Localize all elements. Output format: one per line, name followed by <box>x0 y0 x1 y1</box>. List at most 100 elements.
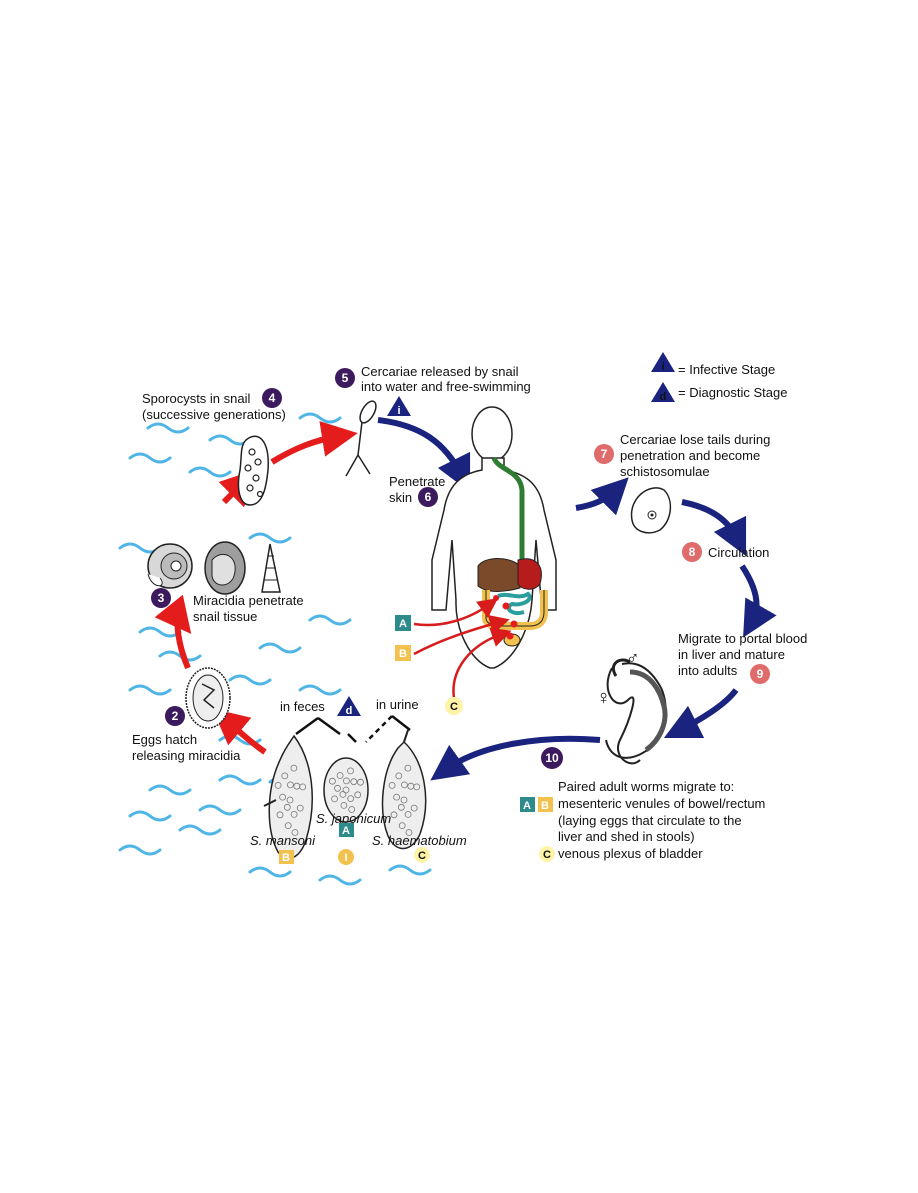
arrow-9-to-10 <box>663 688 739 739</box>
wave <box>118 844 162 856</box>
egg-texture-dot <box>354 791 362 799</box>
svg-text:2: 2 <box>172 709 179 723</box>
tag-i-japonicum: I <box>338 849 354 865</box>
wave <box>146 422 190 434</box>
step-9-line2: in liver and mature <box>678 647 785 662</box>
egg-texture-dot <box>410 804 418 812</box>
arrow-10-to-eggs <box>430 735 601 781</box>
egg-texture-dot <box>405 829 413 836</box>
egg-texture-dot <box>291 829 299 836</box>
step-7-badge: 7 <box>594 444 614 464</box>
egg-texture-dot <box>340 802 348 809</box>
step-4-line1: Sporocysts in snail <box>142 391 250 406</box>
egg-texture-dot <box>276 811 284 819</box>
egg-texture-dot <box>400 796 408 804</box>
step-2-badge: 2 <box>165 706 185 726</box>
egg-texture-dot <box>279 793 287 801</box>
step-3-badge: 3 <box>151 588 171 608</box>
svg-text:5: 5 <box>342 371 349 385</box>
svg-text:A: A <box>342 825 350 837</box>
svg-text:i: i <box>661 361 664 373</box>
step-9-line3: into adults <box>678 663 738 678</box>
wave <box>158 650 202 662</box>
organ-arrows <box>413 598 512 699</box>
arrow-4-to-5 <box>270 421 358 465</box>
svg-text:B: B <box>282 852 290 864</box>
wave <box>258 642 302 654</box>
egg-texture-dot <box>350 778 358 786</box>
s-japonicum-label: S. japonicum <box>316 811 391 826</box>
egg-texture-dot <box>286 781 294 789</box>
step-2-line1: Eggs hatch <box>132 732 197 747</box>
infective-stage-marker-5: i <box>387 396 411 417</box>
wave <box>128 684 172 696</box>
tag-c-haematobium: C <box>414 847 430 863</box>
step-3-line1: Miracidia penetrate <box>193 593 304 608</box>
legend: i = Infective Stage d = Diagnostic Stage <box>651 352 787 403</box>
arrow-to-7 <box>575 477 629 516</box>
egg-texture-dot <box>388 782 396 789</box>
wave <box>128 452 172 464</box>
step-8-badge: 8 <box>682 542 702 562</box>
wave <box>298 412 342 424</box>
tag-b-step10: B <box>538 797 553 812</box>
step-10-line4: liver and shed in stools) <box>558 829 695 844</box>
wave <box>388 864 432 876</box>
step-4-line2: (successive generations) <box>142 407 286 422</box>
legend-diagnostic-text: = Diagnostic Stage <box>678 385 787 400</box>
egg-texture-dot <box>347 795 355 802</box>
egg-texture-dot <box>296 804 304 812</box>
wave <box>128 810 172 822</box>
svg-text:10: 10 <box>545 751 559 765</box>
tag-a-human: A <box>395 615 411 631</box>
wave <box>198 804 242 816</box>
svg-text:B: B <box>399 648 407 660</box>
wave <box>308 614 352 626</box>
arrow-7-to-8 <box>681 499 747 557</box>
in-urine-label: in urine <box>376 697 419 712</box>
infective-stage-icon: i <box>651 352 675 373</box>
egg-texture-dot <box>283 803 291 811</box>
step-10-line2: mesenteric venules of bowel/rectum <box>558 796 765 811</box>
svg-text:B: B <box>541 800 549 812</box>
diagnostic-stage-marker-eggs: d <box>337 696 361 717</box>
egg-texture-dot <box>284 822 292 829</box>
svg-text:7: 7 <box>601 447 608 461</box>
step-8-line1: Circulation <box>708 545 769 560</box>
svg-text:C: C <box>450 701 458 713</box>
wave <box>248 532 292 544</box>
tag-a-japonicum: A <box>339 823 354 837</box>
egg-texture-dot <box>390 811 398 819</box>
egg-texture-dot <box>398 822 406 829</box>
step-9-badge: 9 <box>750 664 770 684</box>
svg-text:C: C <box>418 850 426 862</box>
egg-texture-dot <box>339 791 347 798</box>
svg-text:I: I <box>344 852 347 864</box>
egg-texture-dot <box>331 795 339 803</box>
in-feces-label: in feces <box>280 699 325 714</box>
tag-c-step10: C <box>539 846 555 862</box>
miracidium-icon <box>185 667 231 729</box>
arrow-eggs-to-2 <box>212 708 267 755</box>
egg-texture-dot <box>342 786 350 794</box>
wave <box>188 466 232 478</box>
s-mansoni-label: S. mansoni <box>250 833 316 848</box>
egg-texture-dot <box>347 767 354 775</box>
step-2-line2: releasing miracidia <box>132 748 241 763</box>
egg-texture-dot <box>281 772 289 780</box>
egg-texture-dot <box>404 764 412 772</box>
egg-texture-dot <box>400 781 408 789</box>
wave <box>298 684 342 696</box>
step-6-line1: Penetrate <box>389 474 445 489</box>
step-10-line5: venous plexus of bladder <box>558 846 703 861</box>
step-10-badge: 10 <box>541 747 563 769</box>
svg-text:C: C <box>543 849 551 861</box>
wave <box>218 774 262 786</box>
step-3-line2: snail tissue <box>193 609 257 624</box>
svg-text:3: 3 <box>158 591 165 605</box>
snail-shell-icon <box>147 541 281 595</box>
tag-b-mansoni: B <box>279 850 294 864</box>
egg-texture-dot <box>404 811 412 818</box>
tag-b-human: B <box>395 645 411 661</box>
